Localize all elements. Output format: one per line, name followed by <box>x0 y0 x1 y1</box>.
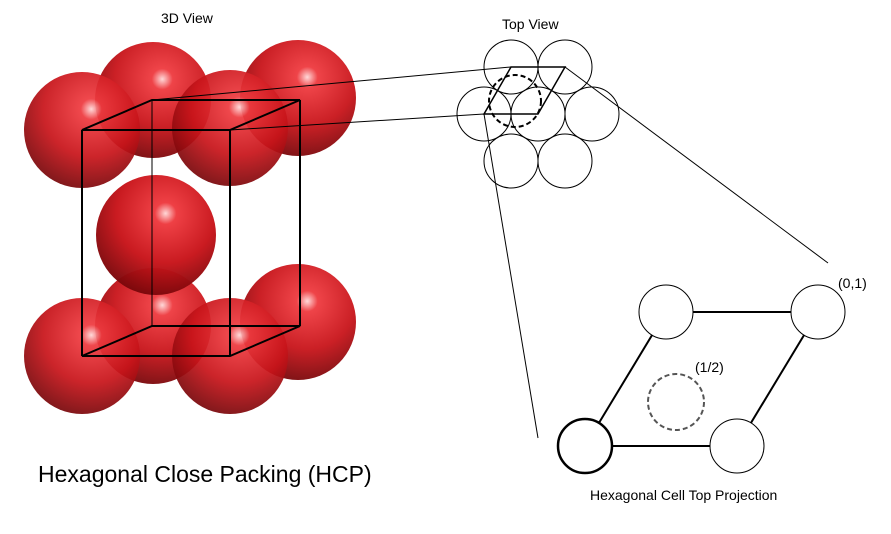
connector-lines <box>151 66 829 439</box>
label-coord-corner: (0,1) <box>838 275 867 291</box>
caption-projection: Hexagonal Cell Top Projection <box>590 487 777 503</box>
projection-corner-circle <box>790 284 846 340</box>
unit-cell-frame <box>81 99 301 357</box>
sphere-middle-layer <box>96 175 216 295</box>
projection-cell-outline <box>583 311 820 447</box>
label-coord-center: (1/2) <box>695 359 724 375</box>
top-view-circle <box>564 86 620 142</box>
projection-corner-circle <box>709 418 765 474</box>
hcp-3d-view <box>24 40 356 414</box>
top-view-dashed-circle <box>488 74 542 128</box>
label-3d-view: 3D View <box>161 10 214 26</box>
caption-main: Hexagonal Close Packing (HCP) <box>38 461 372 487</box>
projection-center-dashed-circle <box>647 373 705 431</box>
cell-projection <box>556 284 846 475</box>
projection-origin-circle <box>556 417 614 475</box>
projection-corner-circle <box>638 284 694 340</box>
top-view-cell-outline <box>482 66 567 115</box>
hcp-top-view <box>456 39 620 189</box>
label-top-view: Top View <box>502 16 559 32</box>
top-view-circle <box>537 133 593 189</box>
